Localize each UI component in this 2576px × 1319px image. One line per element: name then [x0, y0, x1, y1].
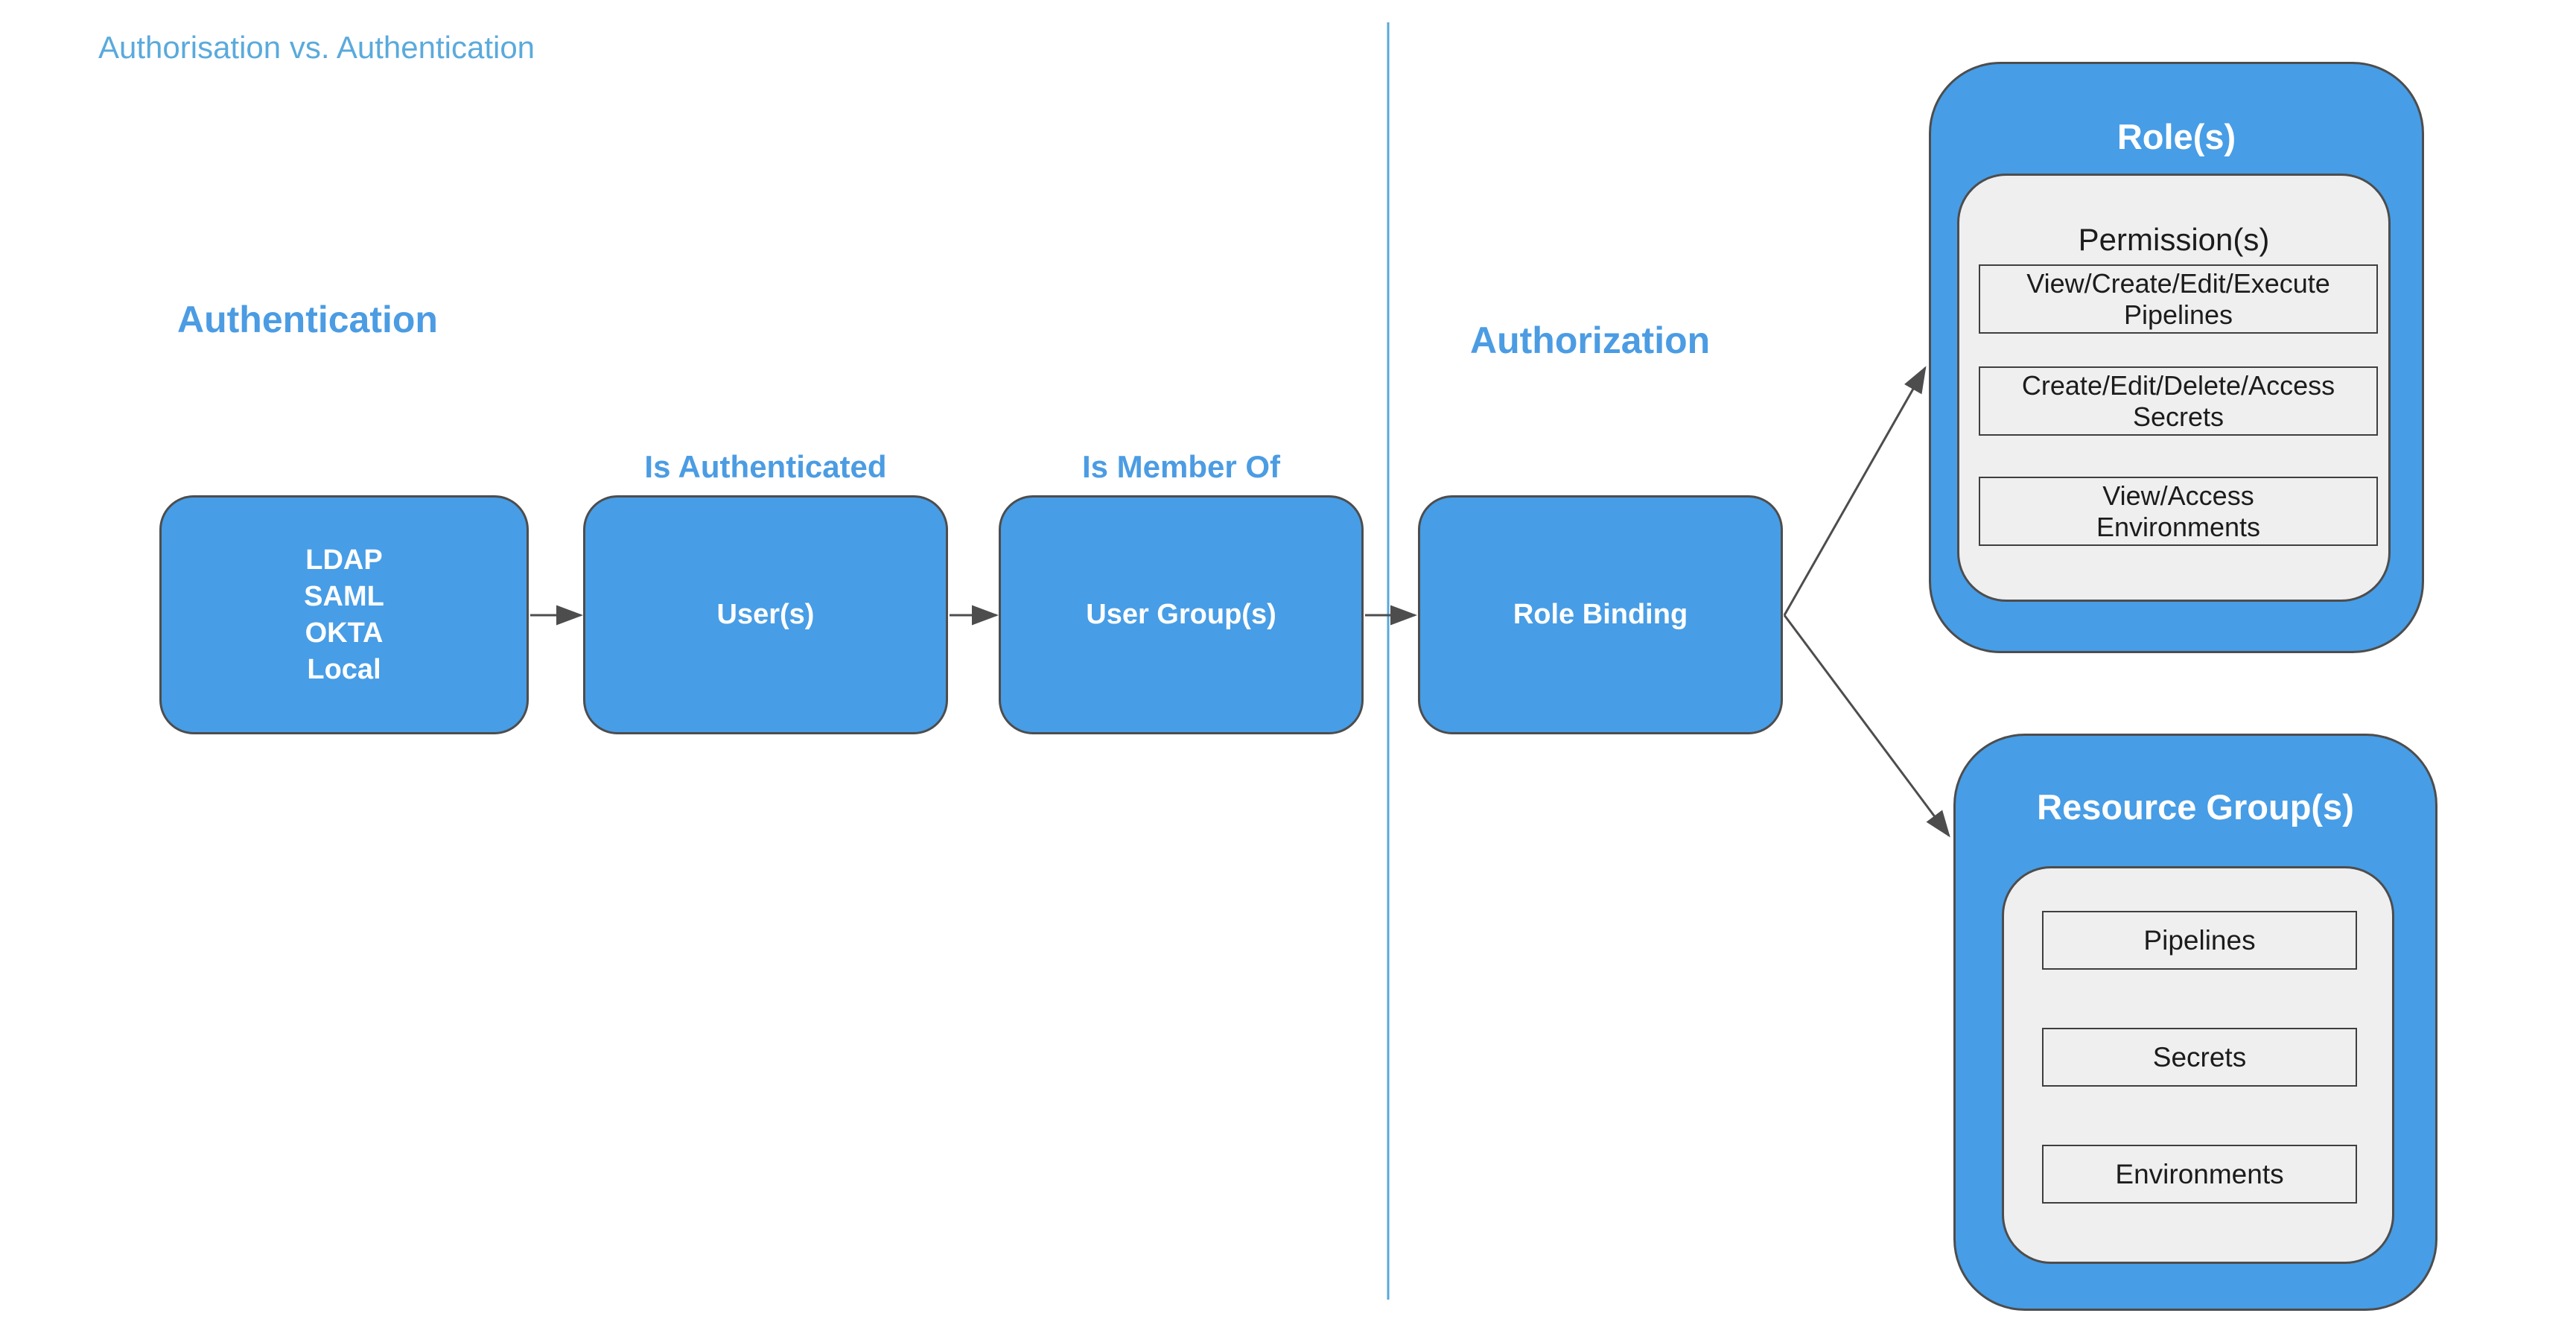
- resource-item-secrets[interactable]: Secrets: [2042, 1028, 2357, 1087]
- resource-groups-container[interactable]: Resource Group(s) Pipelines Secrets Envi…: [1953, 734, 2437, 1311]
- is-member-of-label: Is Member Of: [1081, 449, 1281, 484]
- idp-line: LDAP: [305, 544, 383, 576]
- resource-item-label: Environments: [2115, 1158, 2284, 1189]
- permission-item-line: Secrets: [2132, 401, 2224, 432]
- permission-item-line: Pipelines: [2123, 299, 2233, 330]
- idp-line: Local: [307, 653, 381, 685]
- idp-line: SAML: [304, 580, 384, 612]
- permissions-panel[interactable]: Permission(s) View/Create/Edit/Execute P…: [1957, 174, 2391, 602]
- role-binding-node-label: Role Binding: [1513, 599, 1688, 630]
- resource-item-pipelines[interactable]: Pipelines: [2042, 911, 2357, 970]
- permission-item-environments[interactable]: View/Access Environments: [1979, 477, 2378, 546]
- arrow-binding-to-resource-groups[interactable]: [1783, 614, 1950, 838]
- idp-line: OKTA: [305, 617, 384, 649]
- role-binding-node[interactable]: Role Binding: [1418, 495, 1783, 734]
- page-title: Authorisation vs. Authentication: [98, 30, 535, 65]
- users-node-label: User(s): [716, 599, 815, 630]
- user-groups-node-label: User Group(s): [1086, 599, 1276, 630]
- permission-item-line: View/Create/Edit/Execute: [2026, 267, 2330, 299]
- users-node[interactable]: User(s): [583, 495, 948, 734]
- resources-panel[interactable]: Pipelines Secrets Environments: [2002, 866, 2394, 1264]
- identity-providers-node[interactable]: LDAP SAML OKTA Local: [159, 495, 529, 734]
- is-authenticated-label: Is Authenticated: [644, 449, 887, 484]
- permission-item-pipelines[interactable]: View/Create/Edit/Execute Pipelines: [1979, 264, 2378, 334]
- authentication-heading: Authentication: [177, 299, 438, 340]
- resource-item-environments[interactable]: Environments: [2042, 1145, 2357, 1204]
- roles-container[interactable]: Role(s) Permission(s) View/Create/Edit/E…: [1929, 62, 2424, 653]
- permission-item-line: View/Access: [2102, 480, 2254, 511]
- permissions-panel-title: Permission(s): [2078, 222, 2270, 257]
- resource-groups-container-title: Resource Group(s): [2037, 787, 2354, 827]
- roles-container-title: Role(s): [2117, 117, 2236, 156]
- permission-item-line: Create/Edit/Delete/Access: [2021, 369, 2335, 401]
- authorization-heading: Authorization: [1470, 320, 1711, 361]
- permission-item-line: Environments: [2096, 511, 2261, 542]
- user-groups-node[interactable]: User Group(s): [999, 495, 1364, 734]
- arrow-binding-to-roles[interactable]: [1783, 366, 1927, 616]
- resource-item-label: Pipelines: [2143, 924, 2256, 956]
- permission-item-secrets[interactable]: Create/Edit/Delete/Access Secrets: [1979, 366, 2378, 436]
- resource-item-label: Secrets: [2152, 1041, 2247, 1072]
